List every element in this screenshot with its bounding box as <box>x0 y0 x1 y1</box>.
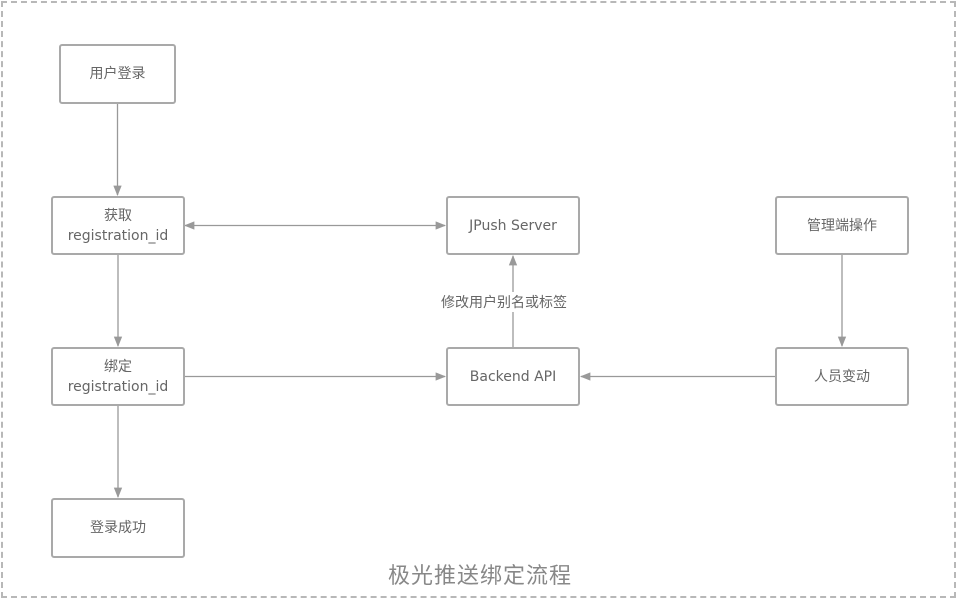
node-get-registration-id: 获取 registration_id <box>51 196 185 255</box>
node-label: 用户登录 <box>89 66 146 82</box>
node-backend-api: Backend API <box>446 347 580 406</box>
node-jpush-server: JPush Server <box>446 196 580 255</box>
node-label: 登录成功 <box>90 520 146 536</box>
node-label-line-1: 绑定 <box>104 358 132 375</box>
diagram-title: 极光推送绑定流程 <box>387 564 572 589</box>
edge-label-modify-alias-tag: 修改用户别名或标签 <box>439 292 569 312</box>
node-label-line-1: 获取 <box>104 207 132 224</box>
node-label-line-2: registration_id <box>67 227 169 244</box>
node-label: Backend API <box>469 368 557 385</box>
node-bind-registration-id: 绑定 registration_id <box>51 347 185 406</box>
node-user-login: 用户登录 <box>59 44 176 104</box>
node-login-success: 登录成功 <box>51 498 185 558</box>
node-staff-change: 人员变动 <box>775 347 909 406</box>
node-label: 管理端操作 <box>807 217 877 234</box>
node-label: JPush Server <box>469 217 557 234</box>
node-label-line-2: registration_id <box>67 378 169 395</box>
node-admin-operation: 管理端操作 <box>775 196 909 255</box>
node-label: 人员变动 <box>814 368 870 385</box>
